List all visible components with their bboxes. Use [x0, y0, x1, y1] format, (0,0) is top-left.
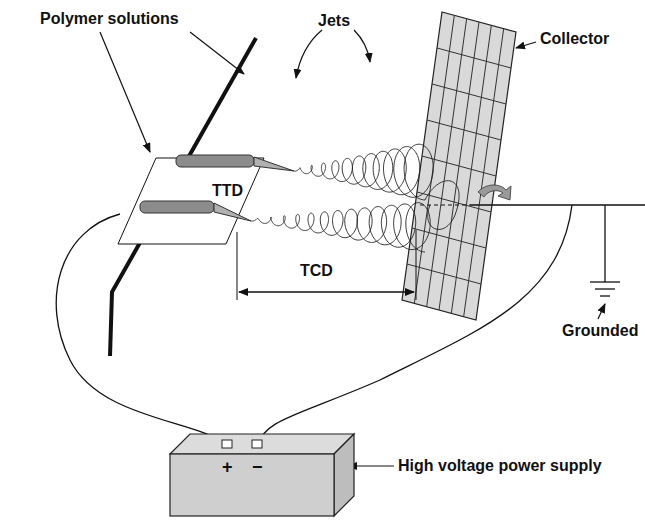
- tcd-dimension: [237, 230, 416, 300]
- terminal-sign: −: [252, 458, 263, 476]
- grid-line: [432, 84, 506, 104]
- ground-symbol: [590, 205, 620, 296]
- axis-dashed: [420, 204, 470, 205]
- collector-plane: [402, 12, 516, 320]
- polymer-jet: [251, 203, 430, 252]
- syringe: [140, 201, 251, 221]
- label: Jets: [318, 12, 350, 30]
- label: Polymer solutions: [40, 10, 179, 28]
- grid-line: [412, 228, 486, 248]
- syringe: [176, 155, 294, 171]
- rotation-arrow: [478, 185, 511, 200]
- polymer-jet: [294, 144, 433, 200]
- grid-line: [407, 264, 481, 284]
- grid-line: [427, 120, 501, 140]
- label: TTD: [212, 182, 243, 200]
- label: Collector: [540, 30, 609, 48]
- collector-grid: [402, 12, 516, 320]
- leader-arrows: [100, 30, 605, 466]
- terminal-sign: +: [222, 458, 233, 476]
- grid-line: [437, 48, 511, 68]
- label: Grounded: [562, 322, 638, 340]
- spinneret-plate: [118, 158, 264, 244]
- label: High voltage power supply: [398, 457, 602, 475]
- power-supply-box: +−: [162, 428, 362, 520]
- jets: [251, 144, 459, 252]
- positive-wire: [56, 214, 228, 446]
- label: TCD: [300, 262, 333, 280]
- axis-shaft: [470, 204, 645, 205]
